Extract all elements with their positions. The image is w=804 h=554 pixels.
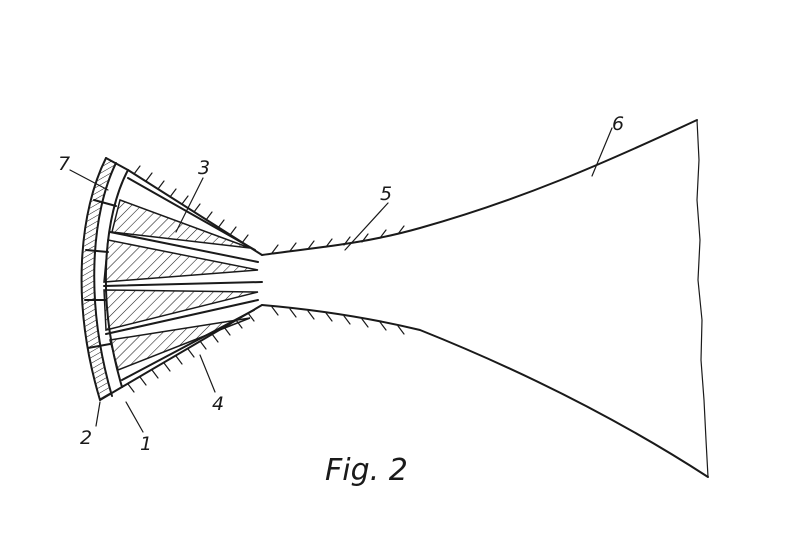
label-5: 5 <box>380 183 392 205</box>
lower-wall-hatching <box>127 306 405 393</box>
figure-caption: Fig. 2 <box>325 453 408 488</box>
label-6: 6 <box>612 113 624 135</box>
outer-arc-hatched-band <box>81 158 116 400</box>
upper-wall-hatching <box>133 165 405 254</box>
wedge-lower-mid <box>103 289 259 331</box>
channel-walls <box>103 177 263 381</box>
nozzle-lower-contour <box>261 304 709 478</box>
label-2: 2 <box>80 427 92 449</box>
wedge-upper-mid <box>103 239 259 283</box>
label-1: 1 <box>140 433 152 455</box>
wedge-top <box>111 199 251 249</box>
label-7: 7 <box>58 153 70 175</box>
arc-segment-dividers <box>84 157 129 401</box>
label-3: 3 <box>198 157 210 179</box>
leader-lines <box>69 127 613 433</box>
nozzle-exit-plane <box>696 119 709 478</box>
label-4: 4 <box>212 393 224 415</box>
nozzle-upper-contour <box>261 119 698 256</box>
